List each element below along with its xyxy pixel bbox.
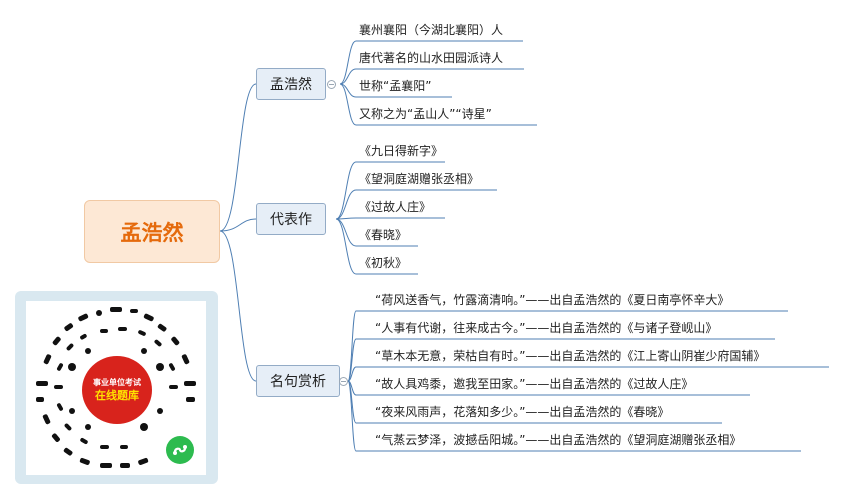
leaf-line-4[interactable]: “故人具鸡黍，邀我至田家。”——出自孟浩然的《过故人庄》 [375, 377, 694, 391]
b2-connector-2 [335, 189, 357, 220]
leaf-line-5[interactable]: “夜来风雨声，花落知多少。”——出自孟浩然的《春晓》 [375, 405, 670, 419]
leaf-work-4[interactable]: 《春晓》 [359, 228, 408, 242]
branch-representative-works[interactable]: 代表作 [256, 203, 326, 235]
root-connector-2 [219, 218, 257, 232]
leaf-line-1[interactable]: “荷风送香气，竹露滴清响。”——出自孟浩然的《夏日南亭怀辛大》 [375, 293, 730, 307]
promo-main-text: 在线题库 [95, 389, 139, 402]
leaf-line-6[interactable]: “气蒸云梦泽，波撼岳阳城。”——出自孟浩然的《望洞庭湖赠张丞相》 [375, 433, 742, 447]
leaf-work-1[interactable]: 《九日得新字》 [359, 144, 444, 158]
b1-connector-4 [339, 83, 357, 126]
code-background: 事业单位考试 在线题库 [26, 301, 206, 475]
leaf-poet-school[interactable]: 唐代著名的山水田园派诗人 [359, 51, 504, 65]
b2-connector-1 [335, 161, 357, 220]
leaf-nickname[interactable]: 世称“孟襄阳” [359, 79, 432, 93]
collapse-icon[interactable] [327, 80, 336, 89]
leaf-birthplace[interactable]: 襄州襄阳（今湖北襄阳）人 [359, 23, 504, 37]
b3-connector-6 [347, 380, 357, 452]
root-connector-1 [219, 83, 257, 232]
mini-program-logo-icon [166, 436, 194, 464]
branch-famous-lines[interactable]: 名句赏析 [256, 365, 340, 397]
promo-top-text: 事业单位考试 [93, 378, 141, 387]
code-pattern-icon [36, 307, 196, 468]
b3-connector-2 [347, 338, 357, 382]
leaf-line-3[interactable]: “草木本无意，荣枯自有时。”——出自孟浩然的《江上寄山阴崔少府国辅》 [375, 349, 766, 363]
branch-biography[interactable]: 孟浩然 [256, 68, 326, 100]
b3-connector-3 [347, 366, 357, 382]
promo-badge: 事业单位考试 在线题库 [82, 356, 152, 424]
b1-connector-2 [339, 68, 357, 85]
b3-connector-1 [347, 310, 357, 382]
leaf-alias[interactable]: 又称之为“孟山人”“诗星” [359, 107, 492, 121]
root-topic[interactable]: 孟浩然 [84, 200, 220, 263]
b2-connector-4 [335, 218, 357, 247]
root-connector-3 [219, 230, 257, 382]
leaf-work-3[interactable]: 《过故人庄》 [359, 200, 432, 214]
b2-connector-5 [335, 218, 357, 275]
b1-connector-1 [339, 40, 357, 85]
leaf-work-5[interactable]: 《初秋》 [359, 256, 408, 270]
mini-program-code[interactable]: 事业单位考试 在线题库 [15, 291, 218, 484]
leaf-line-2[interactable]: “人事有代谢，往来成古今。”——出自孟浩然的《与诸子登岘山》 [375, 321, 718, 335]
leaf-work-2[interactable]: 《望洞庭湖赠张丞相》 [359, 172, 480, 186]
collapse-icon[interactable] [339, 377, 348, 386]
